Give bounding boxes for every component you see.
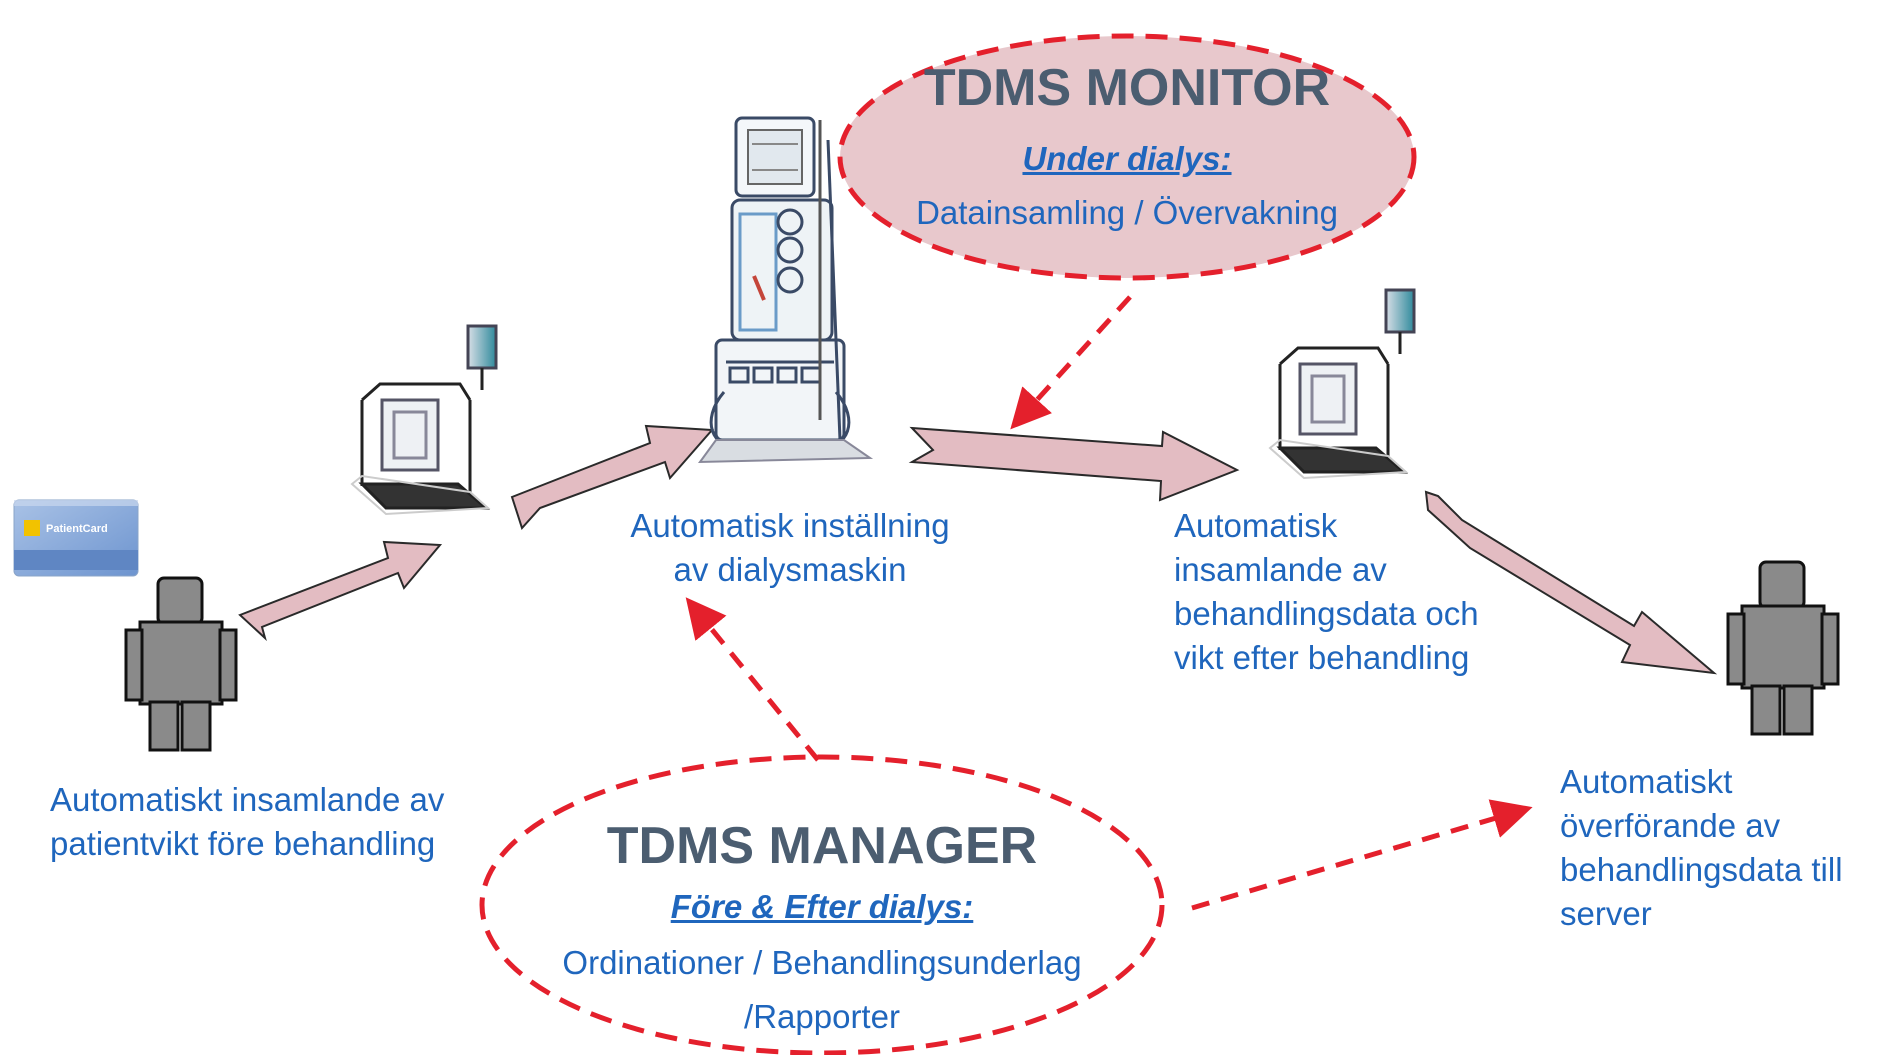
flow-arrow-2 bbox=[510, 424, 715, 530]
dialysis-machine-icon bbox=[698, 116, 874, 464]
flow-arrow-3 bbox=[908, 426, 1240, 502]
step3-label: Automatisk insamlande av behandlingsdata… bbox=[1174, 507, 1479, 676]
flow-arrow-4 bbox=[1424, 490, 1718, 675]
step2-label: Automatisk inställning av dialysmaskin bbox=[630, 507, 950, 588]
manager-ellipse bbox=[479, 754, 1165, 1056]
flow-arrow-1 bbox=[238, 540, 443, 642]
person-icon-before bbox=[124, 576, 238, 752]
patient-card-icon bbox=[13, 499, 139, 577]
step1-label: Automatiskt insamlande av patientvikt fö… bbox=[50, 781, 445, 862]
manager-to-machine-connector bbox=[685, 597, 820, 762]
monitor-ellipse bbox=[837, 33, 1417, 281]
manager-subtitle: Före & Efter dialys: bbox=[670, 888, 974, 925]
manager-title: TDMS MANAGER bbox=[606, 817, 1038, 875]
step4-label: Automatiskt överförande av behandlingsda… bbox=[1560, 763, 1843, 932]
manager-description: Ordinationer / Behandlingsunderlag /Rapp… bbox=[562, 944, 1082, 1035]
monitor-title: TDMS MONITOR bbox=[923, 59, 1331, 117]
manager-to-server-connector bbox=[1191, 799, 1533, 911]
monitor-description: Datainsamling / Övervakning bbox=[916, 194, 1338, 231]
person-icon-after bbox=[1726, 560, 1840, 736]
scale-icon-before bbox=[350, 324, 498, 516]
scale-icon-after bbox=[1268, 288, 1416, 480]
patient-card-label: PatientCard bbox=[46, 523, 108, 535]
monitor-subtitle: Under dialys: bbox=[1022, 140, 1232, 177]
monitor-to-arrow-connector bbox=[1010, 295, 1132, 430]
